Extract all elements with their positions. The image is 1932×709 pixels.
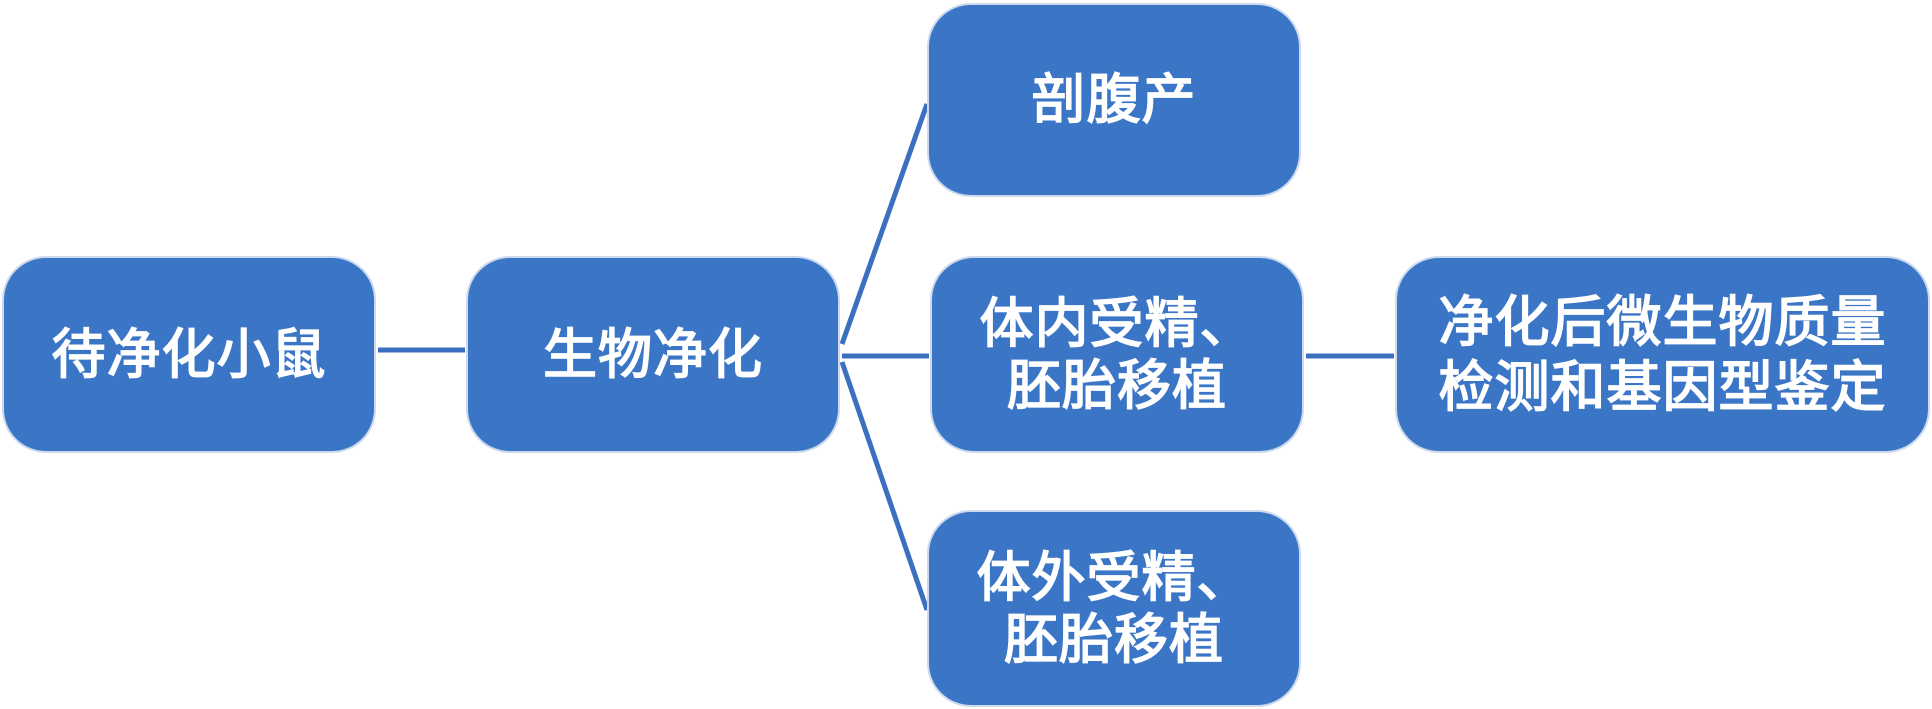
node-quality-check-text: 净化后微生物质量 检测和基因型鉴定 — [1438, 290, 1886, 420]
node-c-section: 剖腹产 — [927, 3, 1301, 197]
node-in-vivo-text: 体内受精、 胚胎移植 — [979, 291, 1255, 417]
connector-bio-to-invitro — [839, 361, 930, 611]
node-bio-purification: 生物净化 — [466, 256, 840, 453]
node-mouse-label: 待净化小鼠 — [51, 322, 327, 386]
node-in-vitro-text: 体外受精、 胚胎移植 — [976, 545, 1252, 671]
node-in-vitro-line1: 体外受精、 — [976, 545, 1252, 609]
node-quality-check-line1: 净化后微生物质量 — [1438, 289, 1887, 354]
connector-bio-to-csection — [839, 103, 930, 345]
node-in-vitro-fertilization: 体外受精、 胚胎移植 — [927, 510, 1301, 707]
node-bio-purification-label: 生物净化 — [543, 322, 763, 386]
node-mouse-to-purify: 待净化小鼠 — [2, 256, 376, 453]
node-quality-check: 净化后微生物质量 检测和基因型鉴定 — [1395, 256, 1930, 453]
node-in-vitro-line2: 胚胎移植 — [1004, 607, 1224, 671]
node-quality-check-line2: 检测和基因型鉴定 — [1438, 354, 1887, 419]
node-c-section-label: 剖腹产 — [1031, 68, 1197, 131]
node-in-vivo-line2: 胚胎移植 — [1007, 353, 1227, 417]
node-in-vivo-line1: 体内受精、 — [979, 291, 1255, 355]
node-in-vivo-fertilization: 体内受精、 胚胎移植 — [930, 256, 1304, 453]
